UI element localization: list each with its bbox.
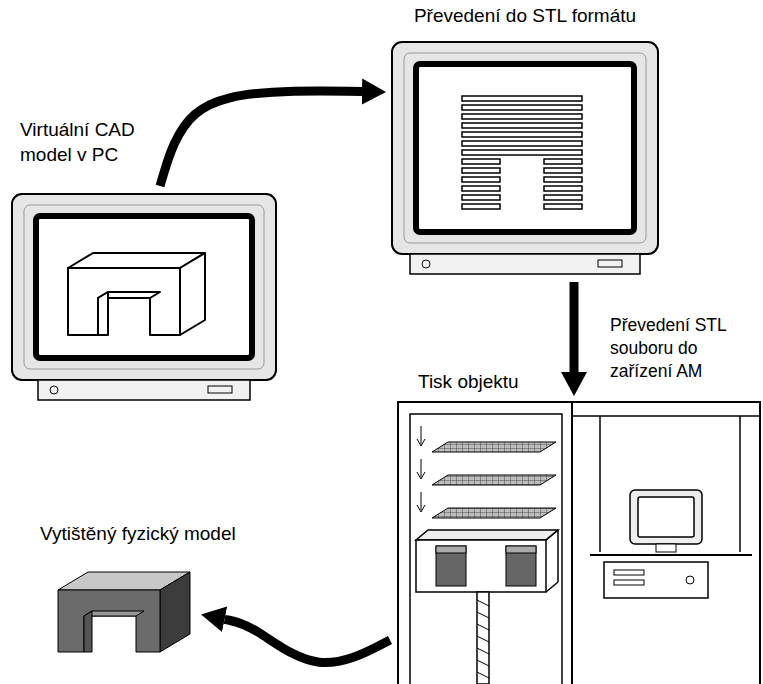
stl-slice [462, 141, 582, 146]
stage-label: Převedení STL souboru do zařízení AM [610, 314, 760, 382]
stl-slice [462, 132, 582, 137]
stl-slice [462, 105, 582, 110]
stl-slice [544, 168, 582, 173]
stl-slice [462, 114, 582, 119]
process-stage: Převedení do STL formátu [392, 40, 658, 276]
stl-slice [462, 186, 500, 191]
stl-slice [544, 186, 582, 191]
stl-slice [462, 123, 582, 128]
process-stage: Vytištěný fyzický model [55, 570, 193, 654]
flow-arrow [160, 91, 362, 186]
stl-slice [462, 159, 500, 164]
cad-monitor [12, 194, 276, 400]
am-machine [398, 402, 760, 684]
process-stage: Virtuální CAD model v PC [10, 192, 278, 402]
stl-slice [462, 195, 500, 200]
stage-label: Převedení do STL formátu [382, 4, 668, 29]
stl-slice [544, 159, 582, 164]
stage-label: Virtuální CAD model v PC [20, 118, 160, 167]
stage-label: Tisk objektu [418, 370, 568, 395]
process-stage: Tisk objektuPřevedení STL souboru do zař… [398, 402, 760, 684]
stl-slice [544, 195, 582, 200]
stl-slice [462, 168, 500, 173]
stage-label: Vytištěný fyzický model [40, 522, 300, 547]
printed-model [58, 572, 190, 652]
flow-arrow [225, 619, 390, 662]
stl-monitor [392, 42, 658, 274]
stl-slice [462, 204, 500, 209]
stl-slice [462, 150, 582, 155]
stl-slice [462, 177, 500, 182]
stl-slice [544, 204, 582, 209]
flow-arrow [570, 282, 579, 372]
stl-slice [462, 96, 582, 101]
stl-slice [544, 177, 582, 182]
